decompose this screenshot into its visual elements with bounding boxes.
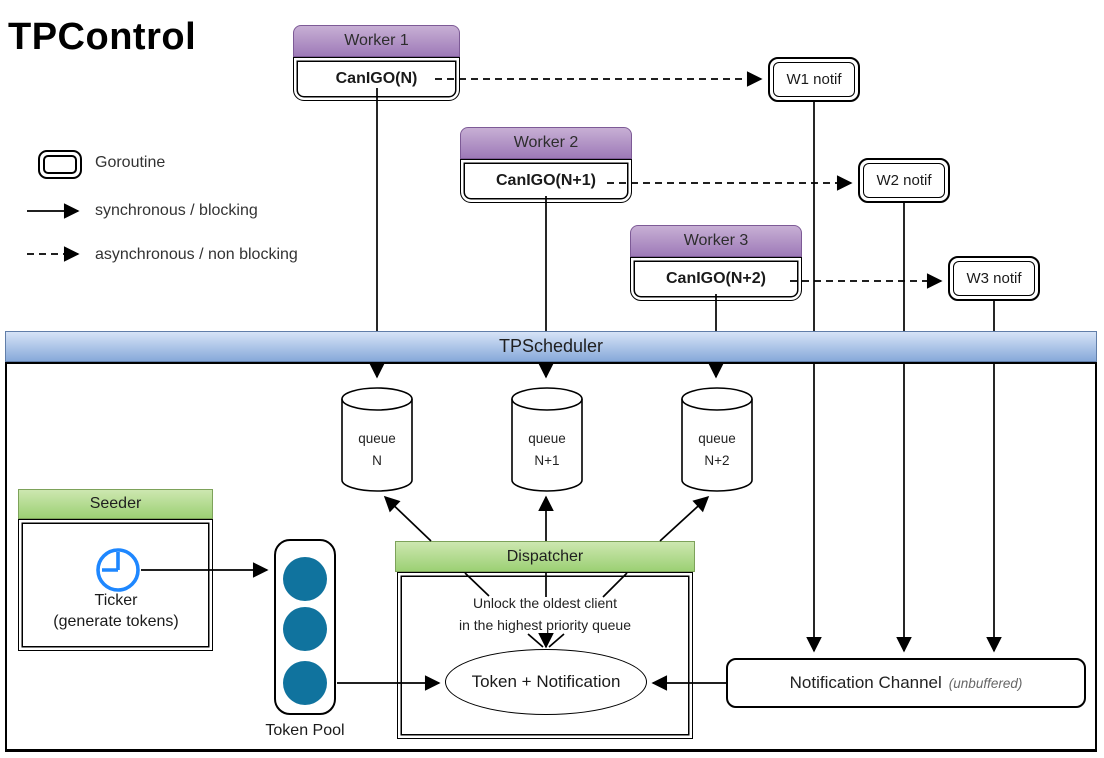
legend-goroutine-label: Goroutine — [95, 154, 166, 171]
seeder-header: Seeder — [18, 489, 213, 519]
token-pool-box — [274, 539, 336, 715]
goroutine-symbol-inner — [43, 155, 77, 174]
notification-channel-box: Notification Channel (unbuffered) — [726, 658, 1086, 708]
token-notification-ellipse: Token + Notification — [445, 649, 647, 715]
dispatcher-note: Unlock the oldest client in the highest … — [459, 595, 631, 633]
notification-channel-label: Notification Channel — [789, 673, 942, 692]
w3-notif-label: W3 notif — [953, 261, 1035, 296]
dispatcher-header: Dispatcher — [395, 541, 695, 572]
queue-n-label: queue N — [358, 431, 396, 468]
w1-notif-box: W1 notif — [768, 57, 860, 102]
tpscheduler-bar: TPScheduler — [5, 331, 1097, 362]
token-pool-label: Token Pool — [265, 722, 345, 739]
w2-notif-box: W2 notif — [858, 158, 950, 203]
worker-1-box: Worker 1 CanIGO(N) — [293, 25, 460, 101]
queue-n1-label: queue N+1 — [528, 431, 566, 468]
worker-1-call: CanIGO(N) — [293, 57, 460, 101]
queue-n2-label: queue N+2 — [698, 431, 736, 468]
ticker-label: Ticker (generate tokens) — [53, 592, 179, 630]
worker-2-call: CanIGO(N+1) — [460, 159, 632, 203]
worker-2-box: Worker 2 CanIGO(N+1) — [460, 127, 632, 203]
w1-notif-label: W1 notif — [773, 62, 855, 97]
worker-1-header: Worker 1 — [293, 25, 460, 57]
token-circle — [283, 661, 327, 705]
worker-3-call: CanIGO(N+2) — [630, 257, 802, 301]
worker-3-box: Worker 3 CanIGO(N+2) — [630, 225, 802, 301]
dispatcher-body — [397, 572, 693, 739]
w2-notif-label: W2 notif — [863, 163, 945, 198]
legend-sync-label: synchronous / blocking — [95, 202, 258, 219]
worker-3-header: Worker 3 — [630, 225, 802, 257]
token-circle — [283, 557, 327, 601]
notification-channel-annotation: (unbuffered) — [948, 675, 1023, 691]
legend-async-label: asynchronous / non blocking — [95, 246, 298, 263]
page-title: TPControl — [8, 16, 197, 58]
worker-2-header: Worker 2 — [460, 127, 632, 159]
w3-notif-box: W3 notif — [948, 256, 1040, 301]
token-circle — [283, 607, 327, 651]
goroutine-symbol-icon — [38, 150, 82, 179]
